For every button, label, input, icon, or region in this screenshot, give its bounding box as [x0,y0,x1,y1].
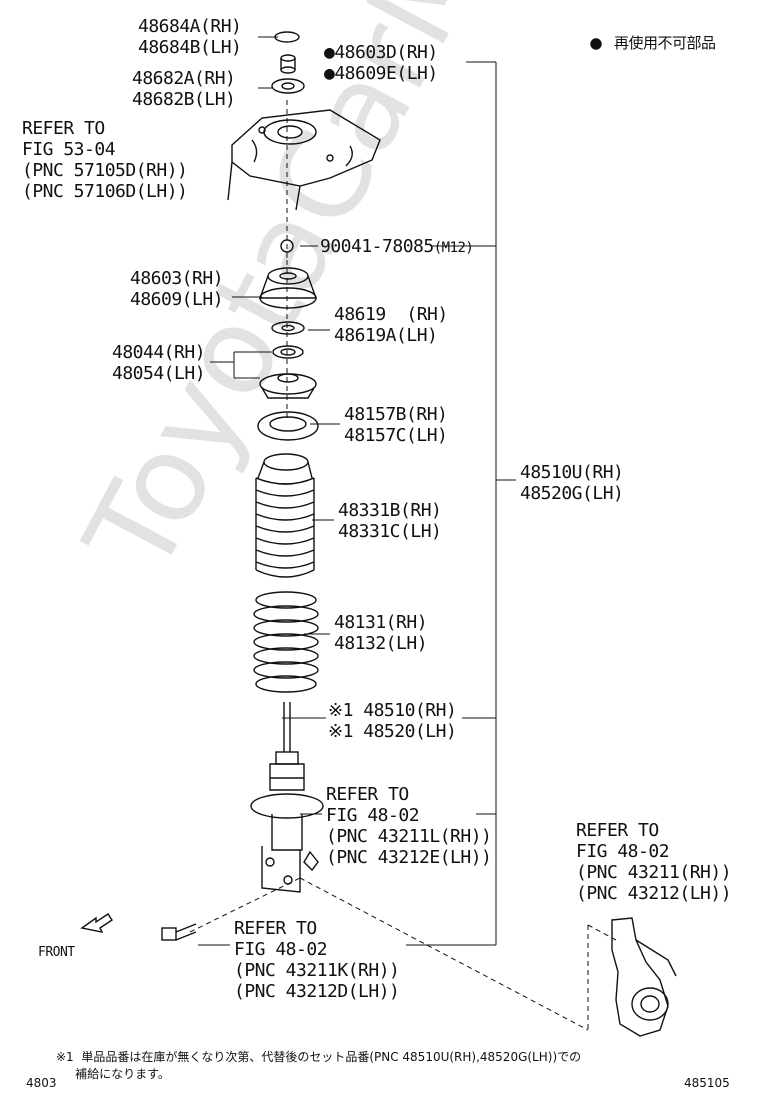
lock-nut [280,54,296,74]
figure-number-left: 4803 [26,1076,57,1090]
dust-cap [274,31,300,43]
label-48044: 48044(RH)48054(LH) [112,342,206,384]
label-48603d: ●48603D(RH)●48609E(LH) [324,42,438,84]
upper-spring-seat [259,373,317,399]
coil-spring [253,591,319,693]
label-48157: 48157B(RH)48157C(LH) [344,404,448,446]
front-arrow-icon [80,913,113,933]
bolt-marker [280,239,294,253]
label-48682: 48682A(RH)48682B(LH) [132,68,236,110]
bumper-boot [255,453,315,578]
spacer-washer [271,321,305,335]
label-48331: 48331B(RH)48331C(LH) [338,500,442,542]
label-front: FRONT [38,945,75,960]
retainer-washer [271,78,305,94]
shock-absorber [250,702,324,893]
label-48684: 48684A(RH)48684B(LH) [138,16,242,58]
footnote: ※1 単品品番は在庫が無くなり次第、代替後のセット品番(PNC 48510U(R… [56,1050,582,1081]
legend-dot-icon [590,38,602,50]
figure-number-right: 485105 [684,1076,730,1090]
label-48603: 48603(RH)48609(LH) [130,268,224,310]
label-48510: ※1 48510(RH)※1 48520(LH) [328,700,457,742]
center-axis [189,100,617,1031]
steering-knuckle [611,917,677,1037]
label-bolt: 90041-78085(M12) [320,236,474,257]
label-48510u: 48510U(RH)48520G(LH) [520,462,624,504]
body-mount-plate [227,109,381,211]
upper-support [259,267,317,309]
spring-insulator [257,411,319,441]
legend-text: 再使用不可部品 [614,34,716,52]
mounting-bolt [161,923,197,941]
bearing-ring [272,345,304,359]
label-48131: 48131(RH)48132(LH) [334,612,428,654]
label-48619: 48619 (RH)48619A(LH) [334,304,448,346]
